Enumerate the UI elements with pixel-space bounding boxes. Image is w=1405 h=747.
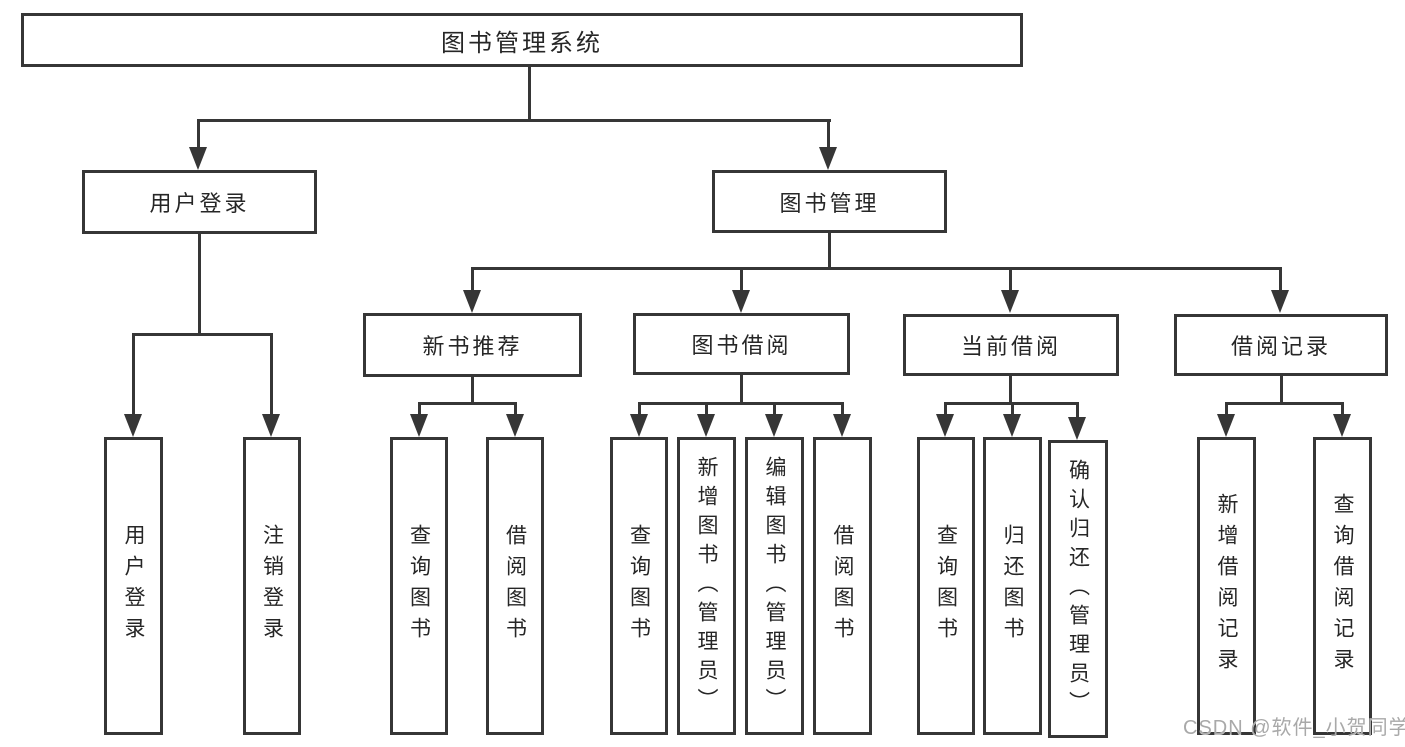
connector-sec2-vline (740, 375, 743, 404)
connector-stem-book-management (827, 119, 830, 149)
leaf-label: 确认归还（管理员） (1066, 458, 1090, 720)
node-label: 图书借阅 (691, 333, 792, 358)
arrow-sec2-leaf2 (697, 414, 715, 437)
connector-sec2-hline (638, 402, 844, 405)
arrow-sec2-leaf4 (833, 414, 851, 437)
connector-root-vline (528, 67, 531, 121)
arrow-to-current-borrowing (1001, 290, 1019, 313)
leaf-label: 查询借阅记录 (1331, 493, 1354, 679)
node-book-borrowing: 图书借阅 (633, 313, 850, 375)
leaf-edit-books-admin: 编辑图书（管理员） (745, 437, 804, 735)
connector-sec3-vline (1009, 376, 1012, 404)
leaf-label: 归还图书 (1001, 524, 1024, 648)
leaf-label: 新增借阅记录 (1215, 493, 1238, 679)
node-library-management-system: 图书管理系统 (21, 13, 1023, 67)
connector-sec2-stem1 (638, 402, 641, 415)
arrow-sec3-leaf1 (936, 414, 954, 437)
leaf-confirm-return-admin: 确认归还（管理员） (1048, 440, 1108, 738)
leaf-return-books: 归还图书 (983, 437, 1042, 735)
arrow-to-user-login (189, 147, 207, 170)
connector-stem-user-login (197, 119, 200, 149)
arrow-sec1-leaf2 (506, 414, 524, 437)
leaf-label: 查询图书 (627, 524, 651, 648)
arrow-sec1-leaf1 (410, 414, 428, 437)
connector-sec4-hline (1225, 402, 1344, 405)
connector-sec2-stem4 (841, 402, 844, 415)
arrow-to-leaf-logout (262, 414, 280, 437)
node-user-login: 用户登录 (82, 170, 317, 234)
connector-sec1-stem1 (418, 402, 421, 415)
node-label: 图书管理 (779, 190, 880, 216)
connector-stem-leaf-user-login (132, 333, 135, 416)
leaf-user-login: 用户登录 (104, 437, 163, 735)
connector-sec3-stem2 (1011, 402, 1014, 415)
csdn-watermark: CSDN @软件_小贺同学 (1183, 717, 1405, 739)
leaf-query-books-borrowing: 查询图书 (610, 437, 668, 735)
connector-stem-new-book (471, 267, 474, 293)
connector-sec4-vline (1280, 376, 1283, 404)
connector-stem-current-borrowing (1009, 267, 1012, 293)
connector-sec1-hline (418, 402, 517, 405)
leaf-label: 注销登录 (260, 524, 284, 648)
leaf-add-borrow-record: 新增借阅记录 (1197, 437, 1256, 735)
leaf-label: 借阅图书 (503, 524, 527, 648)
leaf-query-books-current: 查询图书 (917, 437, 975, 735)
connector-sec4-stem2 (1341, 402, 1344, 415)
connector-book-management-vline (828, 233, 831, 270)
connector-stem-leaf-logout (270, 333, 273, 416)
node-label: 用户登录 (149, 191, 250, 216)
arrow-sec3-leaf2 (1003, 414, 1021, 437)
leaf-query-books-recommend: 查询图书 (390, 437, 448, 735)
node-label: 新书推荐 (422, 334, 523, 359)
connector-sec4-stem1 (1225, 402, 1228, 415)
leaf-label: 新增图书（管理员） (695, 455, 718, 717)
leaf-logout-login: 注销登录 (243, 437, 301, 735)
arrow-sec3-leaf3 (1068, 417, 1086, 440)
arrow-sec2-leaf1 (630, 414, 648, 437)
connector-sec3-stem1 (944, 402, 947, 415)
node-book-management: 图书管理 (712, 170, 947, 233)
connector-sec2-stem2 (705, 402, 708, 415)
arrow-to-leaf-user-login (124, 414, 142, 437)
node-label: 当前借阅 (960, 334, 1061, 359)
leaf-query-borrow-record: 查询借阅记录 (1313, 437, 1372, 735)
leaf-label: 用户登录 (122, 524, 145, 648)
node-label: 图书管理系统 (441, 29, 603, 57)
connector-stem-book-borrowing (740, 267, 743, 293)
arrow-sec4-leaf2 (1333, 414, 1351, 437)
arrow-sec4-leaf1 (1217, 414, 1235, 437)
node-label: 借阅记录 (1230, 334, 1331, 359)
leaf-label: 编辑图书（管理员） (763, 455, 786, 717)
connector-sec1-vline (471, 377, 474, 404)
node-borrowing-records: 借阅记录 (1174, 314, 1388, 376)
node-current-borrowing: 当前借阅 (903, 314, 1119, 376)
connector-user-login-hline (132, 333, 273, 336)
leaf-borrow-books-recommend: 借阅图书 (486, 437, 544, 735)
arrow-to-book-borrowing (732, 290, 750, 313)
leaf-label: 查询图书 (934, 524, 958, 648)
arrow-to-book-management (819, 147, 837, 170)
connector-sec1-stem2 (514, 402, 517, 415)
connector-root-hline (197, 119, 831, 122)
arrow-to-new-book (463, 290, 481, 313)
connector-sec3-stem3 (1076, 402, 1079, 418)
leaf-label: 查询图书 (407, 524, 431, 648)
connector-book-management-hline (471, 267, 1282, 270)
connector-stem-borrowing-records (1279, 267, 1282, 293)
leaf-label: 借阅图书 (831, 524, 854, 648)
connector-user-login-vline (198, 234, 201, 336)
arrow-to-borrowing-records (1271, 290, 1289, 313)
arrow-sec2-leaf3 (765, 414, 783, 437)
leaf-borrow-books-borrowing: 借阅图书 (813, 437, 872, 735)
leaf-add-books-admin: 新增图书（管理员） (677, 437, 736, 735)
node-new-book-recommendation: 新书推荐 (363, 313, 582, 377)
connector-sec2-stem3 (773, 402, 776, 415)
